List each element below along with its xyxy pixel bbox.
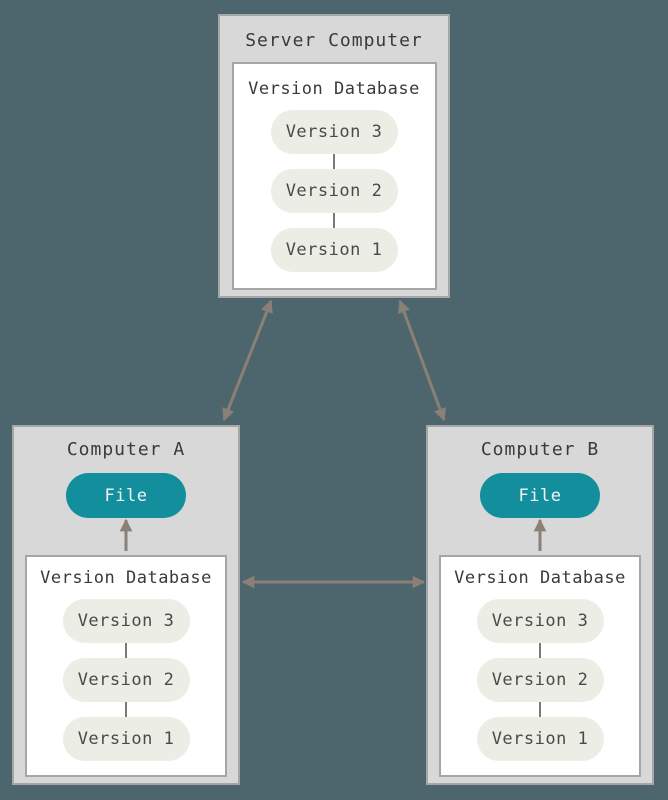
version-connector-line <box>333 213 335 228</box>
version-pill: Version 2 <box>270 169 398 213</box>
version-database-title: Version Database <box>248 79 420 99</box>
computer-b-box: Computer B File Version Database Version… <box>426 425 654 785</box>
version-pill: Version 1 <box>476 717 604 761</box>
version-pill: Version 2 <box>62 658 190 702</box>
file-pill: File <box>66 473 186 518</box>
server-computer-box: Server Computer Version Database Version… <box>218 14 450 298</box>
version-database-title: Version Database <box>40 568 212 588</box>
arrow-server-to-computer-a <box>222 299 273 422</box>
version-pill: Version 2 <box>476 658 604 702</box>
version-pill: Version 1 <box>62 717 190 761</box>
version-pill: Version 3 <box>270 110 398 154</box>
version-connector-line <box>125 702 127 717</box>
computer-a-box: Computer A File Version Database Version… <box>12 425 240 785</box>
computer-b-version-database: Version Database Version 3 Version 2 Ver… <box>439 555 641 777</box>
version-pill: Version 3 <box>476 599 604 643</box>
server-computer-title: Server Computer <box>245 30 423 51</box>
file-pill: File <box>480 473 600 518</box>
version-pill: Version 1 <box>270 228 398 272</box>
version-connector-line <box>125 643 127 658</box>
version-connector-line <box>539 702 541 717</box>
computer-b-title: Computer B <box>480 439 600 460</box>
version-database-title: Version Database <box>454 568 626 588</box>
version-pill: Version 3 <box>62 599 190 643</box>
arrow-server-to-computer-b <box>398 299 446 422</box>
version-connector-line <box>333 154 335 169</box>
computer-a-version-database: Version Database Version 3 Version 2 Ver… <box>25 555 227 777</box>
computer-a-title: Computer A <box>66 439 186 460</box>
server-version-database: Version Database Version 3 Version 2 Ver… <box>231 62 437 290</box>
version-connector-line <box>539 643 541 658</box>
